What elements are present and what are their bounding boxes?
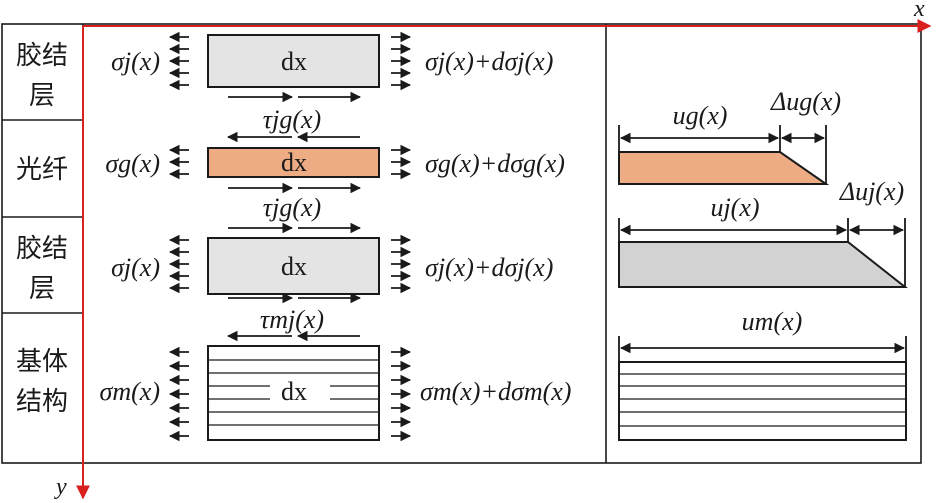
stress-arrows bbox=[168, 31, 412, 442]
layer-labels: 胶结 层 光纤 胶结 层 基体 结构 bbox=[16, 41, 68, 417]
coordinate-axes: x y bbox=[54, 0, 932, 500]
element-blocks bbox=[207, 34, 380, 441]
y-axis-label: y bbox=[54, 474, 67, 500]
stress-right-adhesive-bottom: σj(x)+dσj(x) bbox=[425, 253, 553, 282]
layer-label-substrate-line2: 结构 bbox=[16, 387, 68, 417]
element-fiber bbox=[207, 147, 380, 178]
element-dx-labels: dx dx dx dx bbox=[281, 47, 307, 406]
layer-label-fiber: 光纤 bbox=[16, 155, 68, 185]
displacement-labels: ug(x) Δug(x) uj(x) Δuj(x) um(x) bbox=[673, 87, 905, 336]
stress-labels: σj(x) σj(x)+dσj(x) σg(x) σg(x)+dσg(x) σj… bbox=[100, 47, 572, 406]
stress-right-substrate: σm(x)+dσm(x) bbox=[420, 377, 571, 406]
substrate-right-hatch bbox=[619, 373, 906, 427]
dx-label-fiber: dx bbox=[281, 148, 307, 177]
dx-label-adhesive-bottom: dx bbox=[281, 252, 307, 281]
shear-label-jg-bottom: τjg(x) bbox=[263, 193, 321, 222]
element-adhesive-bottom bbox=[207, 237, 380, 295]
label-ug: ug(x) bbox=[673, 101, 728, 130]
stress-left-adhesive-top: σj(x) bbox=[111, 47, 160, 76]
stress-right-adhesive-top: σj(x)+dσj(x) bbox=[425, 47, 553, 76]
shear-arrows bbox=[226, 91, 362, 342]
shear-label-mj: τmj(x) bbox=[260, 305, 324, 334]
x-axis-label: x bbox=[913, 0, 925, 22]
fiber-displacement-shape bbox=[618, 151, 830, 185]
adhesive-displacement-shape bbox=[618, 241, 908, 288]
shear-label-jg-top: τjg(x) bbox=[263, 105, 321, 134]
stress-left-fiber: σg(x) bbox=[105, 149, 160, 178]
layer-label-adhesive-bottom-line2: 层 bbox=[29, 274, 55, 304]
label-um: um(x) bbox=[742, 307, 803, 336]
layer-label-adhesive-bottom-line1: 胶结 bbox=[16, 234, 68, 264]
stress-right-fiber: σg(x)+dσg(x) bbox=[425, 149, 565, 178]
stress-left-adhesive-bottom: σj(x) bbox=[111, 253, 160, 282]
label-delta-ug: Δug(x) bbox=[770, 87, 841, 116]
element-substrate bbox=[207, 345, 380, 441]
dimension-lines bbox=[618, 125, 907, 362]
substrate-hatch-lines bbox=[208, 359, 379, 426]
dx-label-adhesive-top: dx bbox=[281, 47, 307, 76]
displacement-shapes bbox=[618, 151, 908, 441]
layer-label-adhesive-top-line2: 层 bbox=[29, 81, 55, 111]
substrate-displacement-shape bbox=[618, 361, 907, 441]
dx-label-substrate: dx bbox=[281, 377, 307, 406]
shear-labels: τjg(x) τjg(x) τmj(x) bbox=[260, 105, 324, 334]
element-adhesive-top bbox=[207, 34, 380, 88]
layer-label-substrate-line1: 基体 bbox=[16, 347, 68, 377]
stress-left-substrate: σm(x) bbox=[100, 377, 160, 406]
label-uj: uj(x) bbox=[710, 193, 759, 222]
layer-label-adhesive-top-line1: 胶结 bbox=[16, 41, 68, 71]
label-delta-uj: Δuj(x) bbox=[839, 177, 904, 206]
